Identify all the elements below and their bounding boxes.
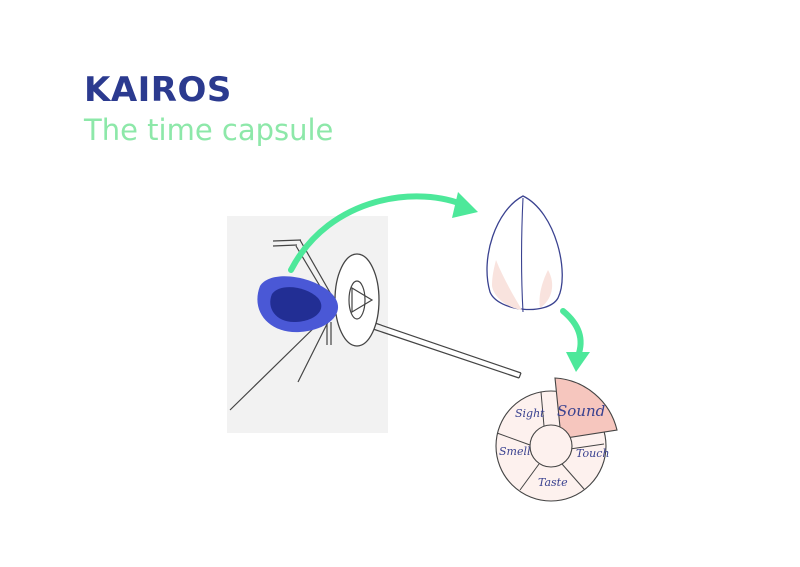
- sense-label-touch: Touch: [576, 447, 609, 460]
- arrow-to-capsule: [288, 193, 469, 273]
- sense-label-sound: Sound: [557, 402, 605, 420]
- egg-capsule-shade-left: [492, 260, 522, 310]
- sketch-dish-inner: [348, 280, 366, 320]
- sense-divider-4: [561, 463, 585, 490]
- sense-label-smell: Smell: [499, 445, 531, 458]
- egg-capsule-shade-right: [539, 270, 553, 308]
- sense-divider-2: [496, 432, 531, 446]
- satellite-sketch: [227, 216, 522, 433]
- sense-divider-5: [569, 443, 605, 450]
- sketch-boom-2: [369, 327, 520, 379]
- sense-segment-sound[interactable]: [554, 377, 618, 439]
- arrow-to-senses-head: [566, 352, 590, 372]
- page-title: KAIROS: [84, 70, 232, 110]
- page-subtitle: The time capsule: [84, 113, 334, 147]
- sketch-capsule-inner: [270, 287, 322, 322]
- sense-label-sight: Sight: [515, 407, 545, 420]
- arrow-to-capsule-head: [452, 192, 478, 218]
- sketch-rod-low-2: [297, 317, 331, 383]
- egg-capsule-seam: [520, 197, 524, 313]
- sketch-rod-low: [229, 319, 323, 411]
- sense-divider-1: [540, 391, 545, 427]
- sketch-rod-top: [272, 239, 302, 242]
- sketch-boom-end: [518, 372, 522, 379]
- sense-label-taste: Taste: [538, 476, 568, 489]
- sense-wheel: Sound Sight Smell Touch Taste: [495, 377, 618, 502]
- sketch-boom: [371, 321, 522, 374]
- egg-capsule: [486, 195, 563, 313]
- sense-divider-3: [519, 463, 540, 491]
- arrow-to-senses: [560, 308, 584, 359]
- sketch-dish-cone: [351, 286, 374, 314]
- sketch-rod-top-lower: [272, 244, 298, 247]
- sense-wheel-center: [529, 424, 573, 468]
